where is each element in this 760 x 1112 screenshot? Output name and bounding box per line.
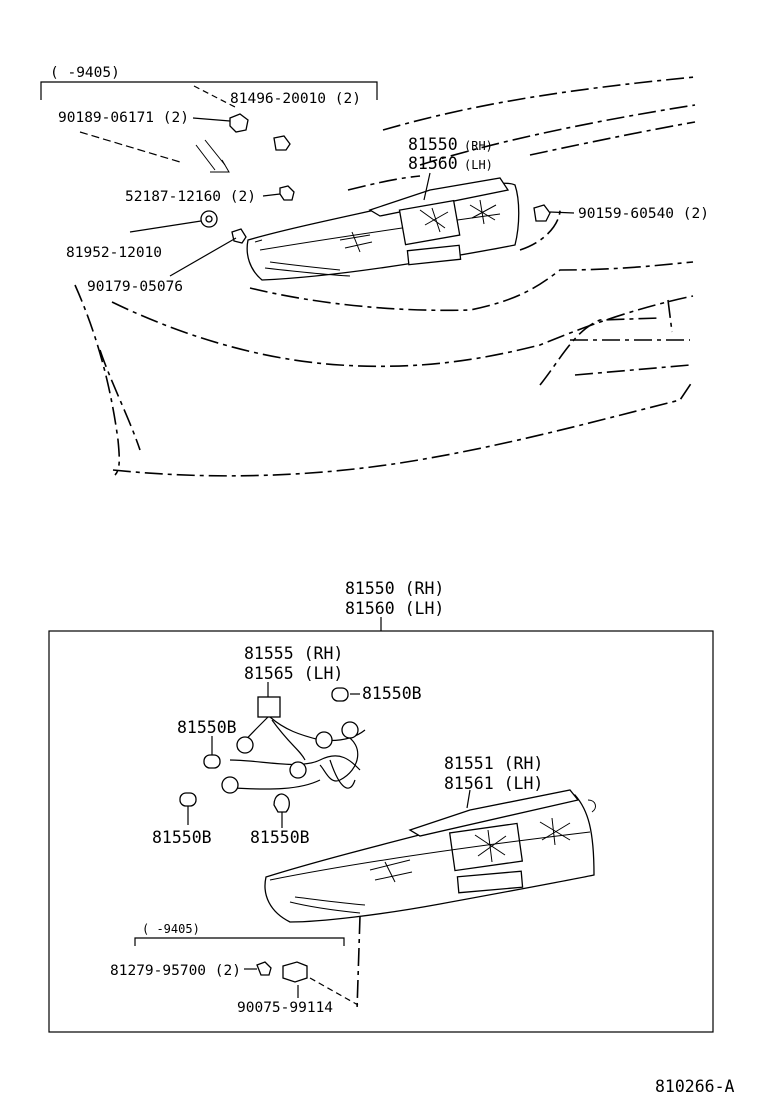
label-socket-81555-rh: 81555 (RH) [244, 644, 343, 663]
label-81550-upper: 81550 [408, 135, 458, 154]
upper-leader-lines [79, 85, 575, 277]
upper-fasteners [200, 113, 551, 244]
clip-90189 [229, 113, 249, 133]
label-socket-81565-lh: 81565 (LH) [244, 664, 343, 683]
nut-52187 [279, 185, 295, 201]
label-assembly-81560-lh: 81560 (LH) [345, 599, 444, 618]
label-81279-95700: 81279-95700 (2) [110, 963, 241, 979]
vehicle-body-outline [74, 76, 696, 477]
lower-bracket-date-label: ( -9405) [142, 922, 200, 936]
label-bulb-81550b-top: 81550B [362, 684, 422, 703]
lower-fasteners [244, 961, 359, 1006]
screw-90159 [533, 204, 551, 222]
label-bulb-81550b-left-upper: 81550B [177, 718, 237, 737]
label-assembly-81550-rh: 81550 (RH) [345, 579, 444, 598]
label-lens-81551-rh: 81551 (RH) [444, 754, 543, 773]
bulb-left-lower [179, 792, 197, 807]
lower-section: 81550 (RH) 81560 (LH) [48, 579, 714, 1033]
upper-bracket-date-label: ( -9405) [50, 65, 120, 81]
socket-and-wire [221, 696, 366, 794]
bulb-top [331, 687, 349, 702]
label-lens-81561-lh: 81561 (LH) [444, 774, 543, 793]
grommet-90179 [231, 228, 247, 244]
label-81952-12010: 81952-12010 [66, 245, 162, 261]
assembly-box [48, 630, 714, 1033]
bulbs [179, 687, 360, 828]
label-52187-12160: 52187-12160 (2) [125, 189, 256, 205]
label-81560-upper: 81560 [408, 154, 458, 173]
bulb-wedge [273, 793, 290, 813]
label-90159-60540: 90159-60540 (2) [578, 206, 709, 222]
label-bulb-81550b-wedge: 81550B [250, 828, 310, 847]
label-90075-99114: 90075-99114 [237, 1000, 333, 1016]
upper-date-bracket: ( -9405) [40, 65, 378, 100]
label-90189-06171: 90189-06171 (2) [58, 110, 189, 126]
figure-id: 810266-A [655, 1077, 735, 1096]
bulb-left-upper [203, 754, 221, 769]
label-90179-05076: 90179-05076 [87, 279, 183, 295]
screw-81279 [256, 961, 272, 976]
upper-tail-lamp [246, 177, 520, 281]
label-bulb-81550b-left-lower: 81550B [152, 828, 212, 847]
clip-90075 [282, 961, 308, 983]
connector [257, 696, 281, 718]
screw-81496 [273, 135, 291, 151]
upper-section: ( -9405) [40, 65, 709, 477]
lower-date-bracket: ( -9405) [134, 922, 345, 946]
label-lh-upper: (LH) [464, 158, 493, 172]
lower-lens [264, 789, 596, 1011]
label-81496-20010: 81496-20010 (2) [230, 91, 361, 107]
label-rh-upper: (RH) [464, 139, 493, 153]
